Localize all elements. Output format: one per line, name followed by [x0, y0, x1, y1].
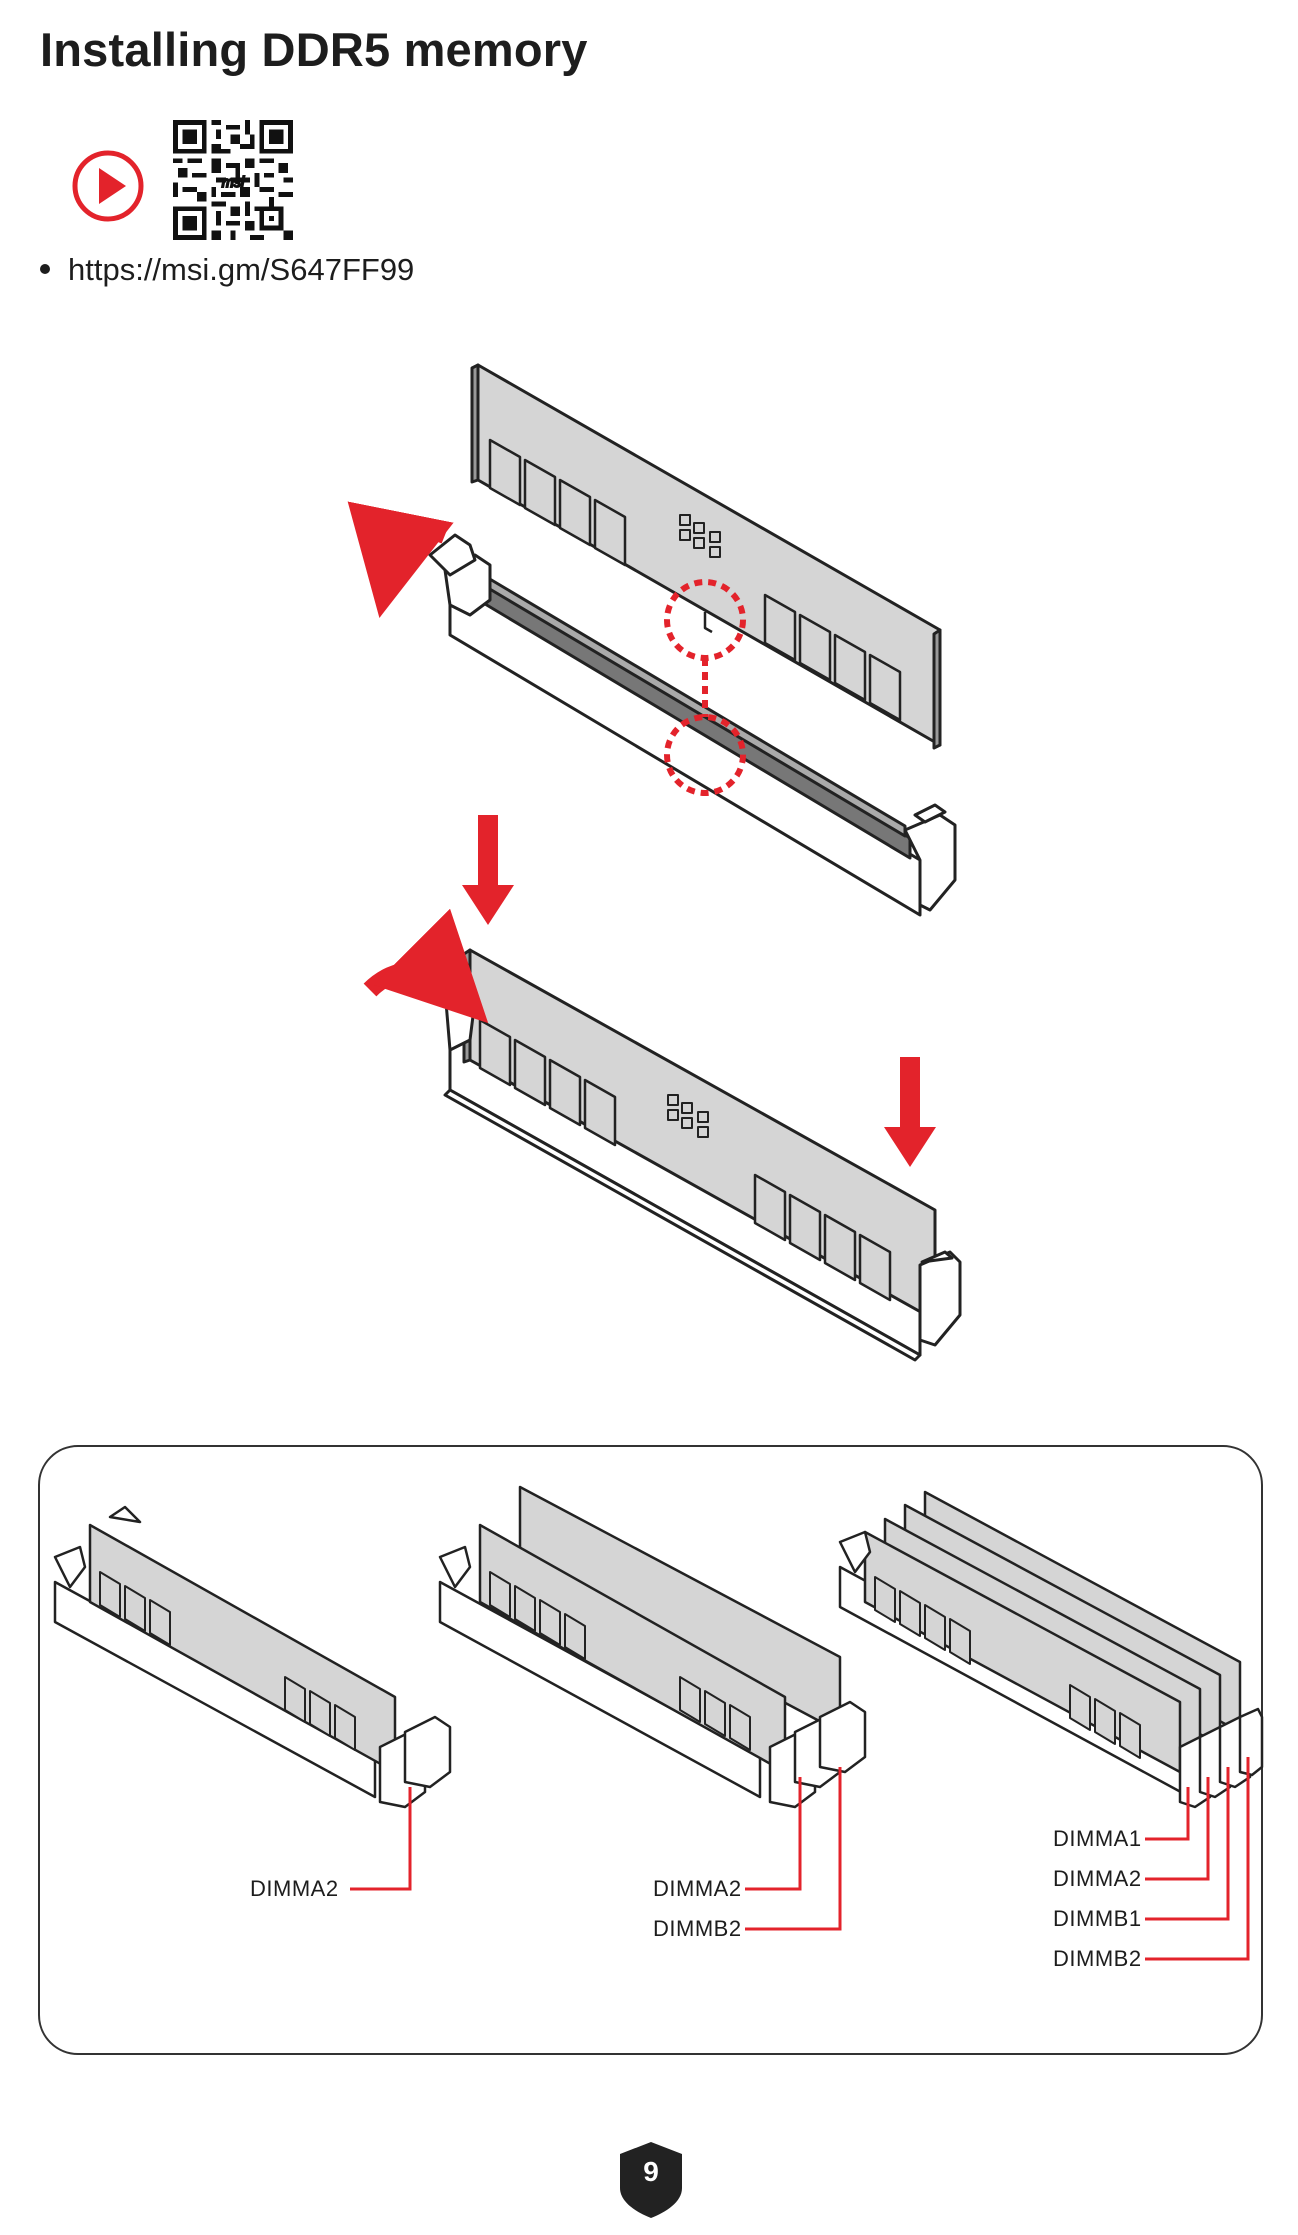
installation-order-panel: DIMMA2 DIMMA2 DIMMB2 DIMMA1 DIMMA2 DIMMB…	[38, 1445, 1264, 2055]
page-number: 9	[643, 2156, 659, 2187]
memory-module	[470, 363, 942, 750]
inserted-slot	[443, 948, 962, 1362]
slot-label: DIMMA2	[1053, 1866, 1142, 1891]
slot-label: DIMMA2	[250, 1876, 339, 1901]
two-module-config	[438, 1485, 867, 1809]
video-link[interactable]: https://msi.gm/S647FF99	[68, 252, 415, 287]
dimm-installation-illustration	[347, 363, 962, 1362]
single-module-config	[53, 1505, 452, 1809]
notch-alignment-marker	[664, 579, 746, 796]
slot-label: DIMMA2	[653, 1876, 742, 1901]
bullet-icon	[40, 263, 50, 274]
push-down-arrow-icon	[462, 815, 514, 925]
video-link-item: https://msi.gm/S647FF99	[40, 252, 414, 288]
module-configurations	[53, 1485, 1264, 1961]
qr-code-icon[interactable]: msi	[173, 120, 293, 240]
slot-label: DIMMA1	[1053, 1826, 1142, 1851]
play-video-icon[interactable]	[68, 146, 148, 226]
slot-label: DIMMB2	[1053, 1946, 1142, 1971]
slot-label: DIMMB2	[653, 1916, 742, 1941]
page-title: Installing DDR5 memory	[40, 23, 588, 76]
page-badge-icon	[620, 2142, 682, 2218]
push-down-arrow-icon	[884, 1057, 936, 1167]
latch-close-arrow-icon	[363, 908, 489, 1024]
latch-open-arrow-icon	[347, 501, 454, 618]
open-slot	[428, 533, 957, 917]
slot-label: DIMMB1	[1053, 1906, 1142, 1931]
svg-text:msi: msi	[222, 175, 245, 191]
four-module-config	[838, 1490, 1264, 1809]
